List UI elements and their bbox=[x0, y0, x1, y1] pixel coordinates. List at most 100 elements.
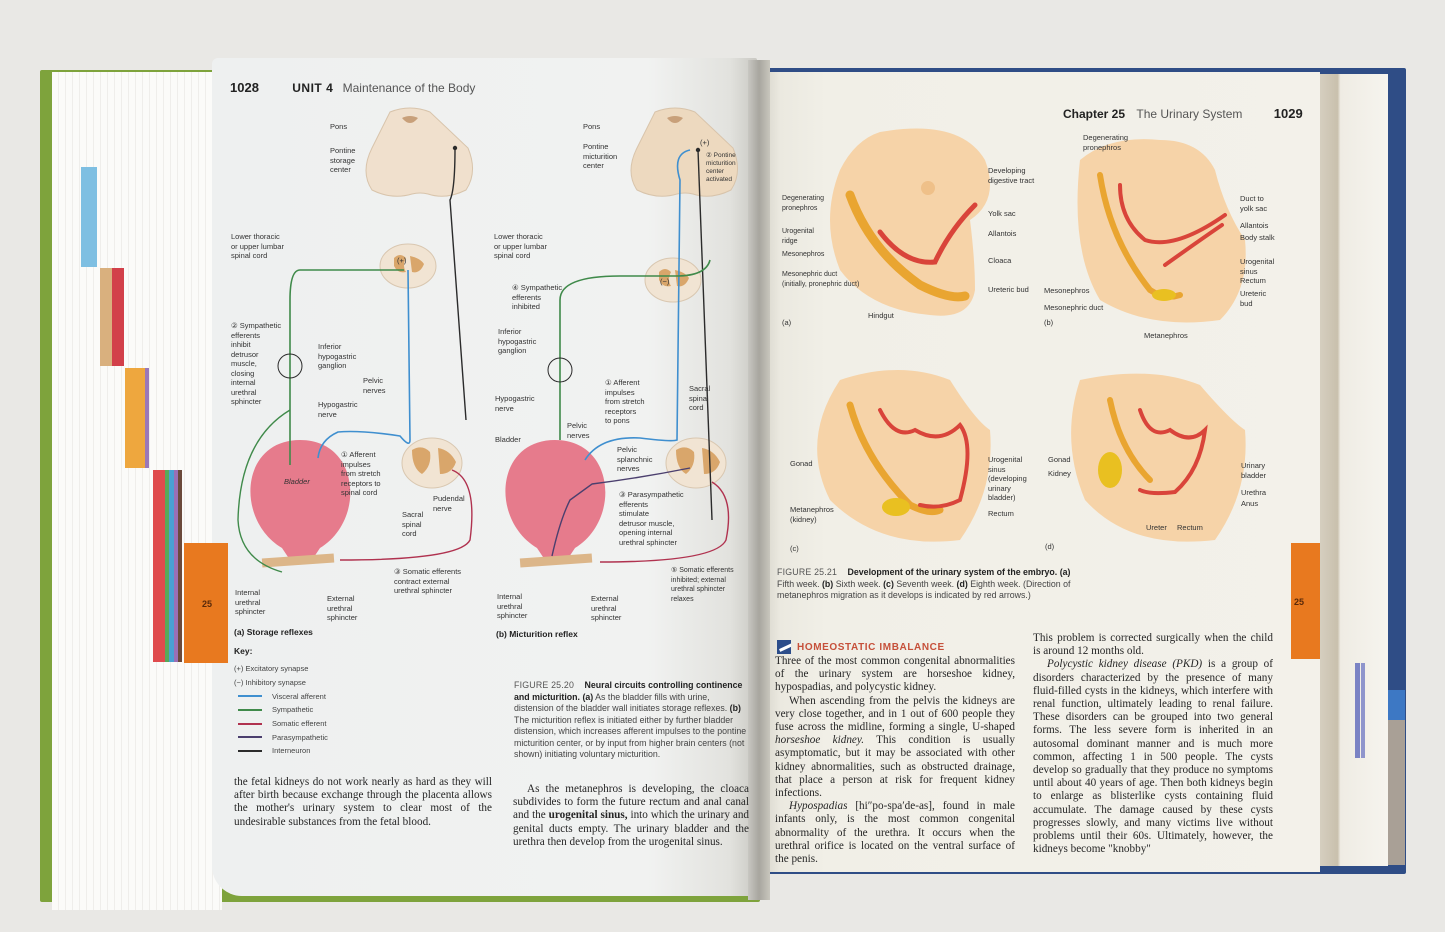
key-swatch bbox=[238, 749, 262, 752]
label-degenerating-pronephros: Degenerating pronephros bbox=[1083, 133, 1129, 152]
unit-title: Maintenance of the Body bbox=[342, 81, 476, 95]
label-metanephros: Metanephros (kidney) bbox=[790, 505, 834, 524]
label-pudendal-nerve: Pudendal nerve bbox=[433, 494, 465, 513]
running-header-left: 1028 UNIT 4 Maintenance of the Body bbox=[230, 80, 475, 95]
label-ureter: Ureter bbox=[1146, 523, 1167, 532]
bladder-a bbox=[250, 440, 351, 560]
label-inferior-hypogastric-ganglion: Inferior hypogastric ganglion bbox=[318, 342, 357, 370]
label-external-urethral-sphincter: External urethral sphincter bbox=[591, 594, 622, 622]
caption-text-d: Eighth week. (Direction of metanephros m… bbox=[777, 578, 1071, 601]
section-heading: HOMEOSTATIC IMBALANCE bbox=[797, 641, 945, 653]
thumb-index-tab[interactable] bbox=[112, 268, 124, 366]
embryo-d bbox=[1071, 373, 1246, 542]
homeostatic-imbalance-heading: HOMEOSTATIC IMBALANCE bbox=[777, 640, 945, 654]
label-allantois: Allantois bbox=[1240, 221, 1269, 230]
text-run: [hi″po-spa′de-as], found in male infants… bbox=[775, 800, 1015, 866]
key-title: Key: bbox=[234, 646, 253, 656]
label-rectum: Rectum bbox=[988, 509, 1014, 518]
figure-number: FIGURE 25.20 bbox=[514, 680, 575, 690]
label-yolk-sac: Yolk sac bbox=[988, 209, 1016, 218]
imbalance-icon bbox=[777, 640, 791, 654]
label-metanephros: Metanephros bbox=[1144, 331, 1188, 340]
embryo-a bbox=[830, 128, 990, 316]
label-step-5: ⑤ Somatic efferents inhibited; external … bbox=[671, 567, 734, 603]
chapter-tab-right[interactable]: 25 bbox=[1291, 543, 1320, 659]
chapter-label: Chapter 25 bbox=[1063, 107, 1126, 121]
page-edges-right bbox=[1316, 74, 1388, 866]
key-item: Sympathetic bbox=[234, 703, 328, 717]
label-body-stalk: Body stalk bbox=[1240, 233, 1275, 242]
label-external-urethral-sphincter: External urethral sphincter bbox=[327, 594, 358, 622]
key-item: Somatic efferent bbox=[234, 717, 328, 731]
embryo-c bbox=[817, 370, 991, 542]
label-lower-thoracic: Lower thoracic or upper lumbar spinal co… bbox=[231, 232, 284, 260]
label-bladder: Bladder bbox=[284, 477, 310, 486]
body-text-left-col2: As the metanephros is developing, the cl… bbox=[513, 783, 749, 849]
caption-text-a: As the bladder fills with urine, distens… bbox=[514, 691, 728, 714]
label-urinary-bladder: Urinary bladder bbox=[1241, 461, 1267, 480]
thumb-index-tab[interactable] bbox=[169, 470, 174, 662]
label-urogenital-sinus: Urogenital sinus (developing urinary bla… bbox=[988, 455, 1027, 502]
paragraph: Hypospadias [hi″po-spa′de-as], found in … bbox=[775, 800, 1015, 866]
label-mesonephros: Mesonephros bbox=[1044, 286, 1090, 295]
label-mesonephric-duct: Mesonephric duct bbox=[1044, 303, 1104, 312]
label-pontine-storage-center: Pontine storage center bbox=[330, 146, 356, 174]
label-step-4: ④ Sympathetic efferents inhibited bbox=[512, 283, 563, 311]
label-minus: (−) bbox=[660, 277, 670, 286]
label-step-3: ③ Somatic efferents contract external ur… bbox=[394, 567, 462, 595]
label-urogenital-ridge: Urogenital ridge bbox=[782, 228, 814, 245]
text-run: When ascending from the pelvis the kidne… bbox=[775, 694, 1015, 734]
caption-text-b: The micturition reflex is initiated eith… bbox=[514, 714, 747, 760]
book-gutter bbox=[748, 60, 770, 900]
label-urogenital-sinus: Urogenital sinus bbox=[1240, 257, 1275, 276]
caption-text-a: Fifth week. bbox=[777, 578, 820, 589]
figure-25-21-caption: FIGURE 25.21 Development of the urinary … bbox=[777, 567, 1082, 602]
external-sphincter-b bbox=[519, 553, 593, 568]
page-number: 1029 bbox=[1273, 106, 1303, 121]
key-swatch bbox=[238, 722, 262, 725]
label-urethra: Urethra bbox=[1241, 488, 1267, 497]
key-inhibitory: (−) Inhibitory synapse bbox=[234, 678, 306, 688]
label-pons: Pons bbox=[583, 122, 601, 131]
label-gonad: Gonad bbox=[1048, 455, 1071, 464]
paragraph: Polycystic kidney disease (PKD) is a gro… bbox=[1033, 658, 1273, 856]
key-label: Parasympathetic bbox=[272, 732, 328, 742]
label-pons: Pons bbox=[330, 122, 348, 131]
label-cloaca: Cloaca bbox=[988, 256, 1012, 265]
label-allantois: Allantois bbox=[988, 229, 1017, 238]
key-label: Interneuron bbox=[272, 746, 311, 756]
caption-part-a: (a) bbox=[1059, 567, 1071, 577]
thumb-index-tab[interactable] bbox=[145, 368, 149, 468]
label-step-2: ② Pontine micturition center activated bbox=[706, 152, 736, 183]
thoracic-cord-b bbox=[644, 257, 702, 303]
panel-tag-c: (c) bbox=[790, 544, 799, 553]
label-mesonephros: Mesonephros bbox=[782, 251, 825, 258]
caption-part-b: (b) bbox=[822, 578, 834, 589]
label-lower-thoracic: Lower thoracic or upper lumbar spinal co… bbox=[494, 232, 547, 260]
chapter-tab-left[interactable]: 25 bbox=[184, 543, 228, 663]
figure-key: Key: (+) Excitatory synapse (−) Inhibito… bbox=[234, 646, 328, 758]
label-step-1: ① Afferent impulses from stretch recepto… bbox=[605, 378, 645, 425]
figure-number: FIGURE 25.21 bbox=[777, 567, 838, 577]
thumb-index-tab[interactable] bbox=[1355, 663, 1360, 758]
chapter-title: The Urinary System bbox=[1136, 107, 1243, 121]
key-label: Somatic efferent bbox=[272, 719, 327, 729]
paragraph: the fetal kidneys do not work nearly as … bbox=[234, 776, 492, 828]
key-item: Interneuron bbox=[234, 744, 328, 758]
thumb-index-tab[interactable] bbox=[153, 470, 165, 662]
label-gonad: Gonad bbox=[790, 459, 813, 468]
thumb-index-tab[interactable] bbox=[165, 470, 169, 662]
label-duct-to-yolk-sac: Duct to yolk sac bbox=[1240, 194, 1268, 213]
thumb-index-tab[interactable] bbox=[100, 268, 112, 366]
thumb-index-tab[interactable] bbox=[174, 470, 178, 662]
label-inferior-hypogastric-ganglion: Inferior hypogastric ganglion bbox=[498, 327, 537, 355]
thumb-index-tab[interactable] bbox=[1361, 663, 1365, 758]
thumb-index-tab[interactable] bbox=[178, 470, 182, 662]
panel-tag-a: (a) bbox=[782, 318, 792, 327]
thumb-index-tab[interactable] bbox=[81, 167, 97, 267]
thumb-index-tab[interactable] bbox=[125, 368, 145, 468]
label-internal-urethral-sphincter: Internal urethral sphincter bbox=[235, 588, 266, 616]
label-pelvic-splanchnic-nerves: Pelvic splanchnic nerves bbox=[617, 445, 653, 473]
